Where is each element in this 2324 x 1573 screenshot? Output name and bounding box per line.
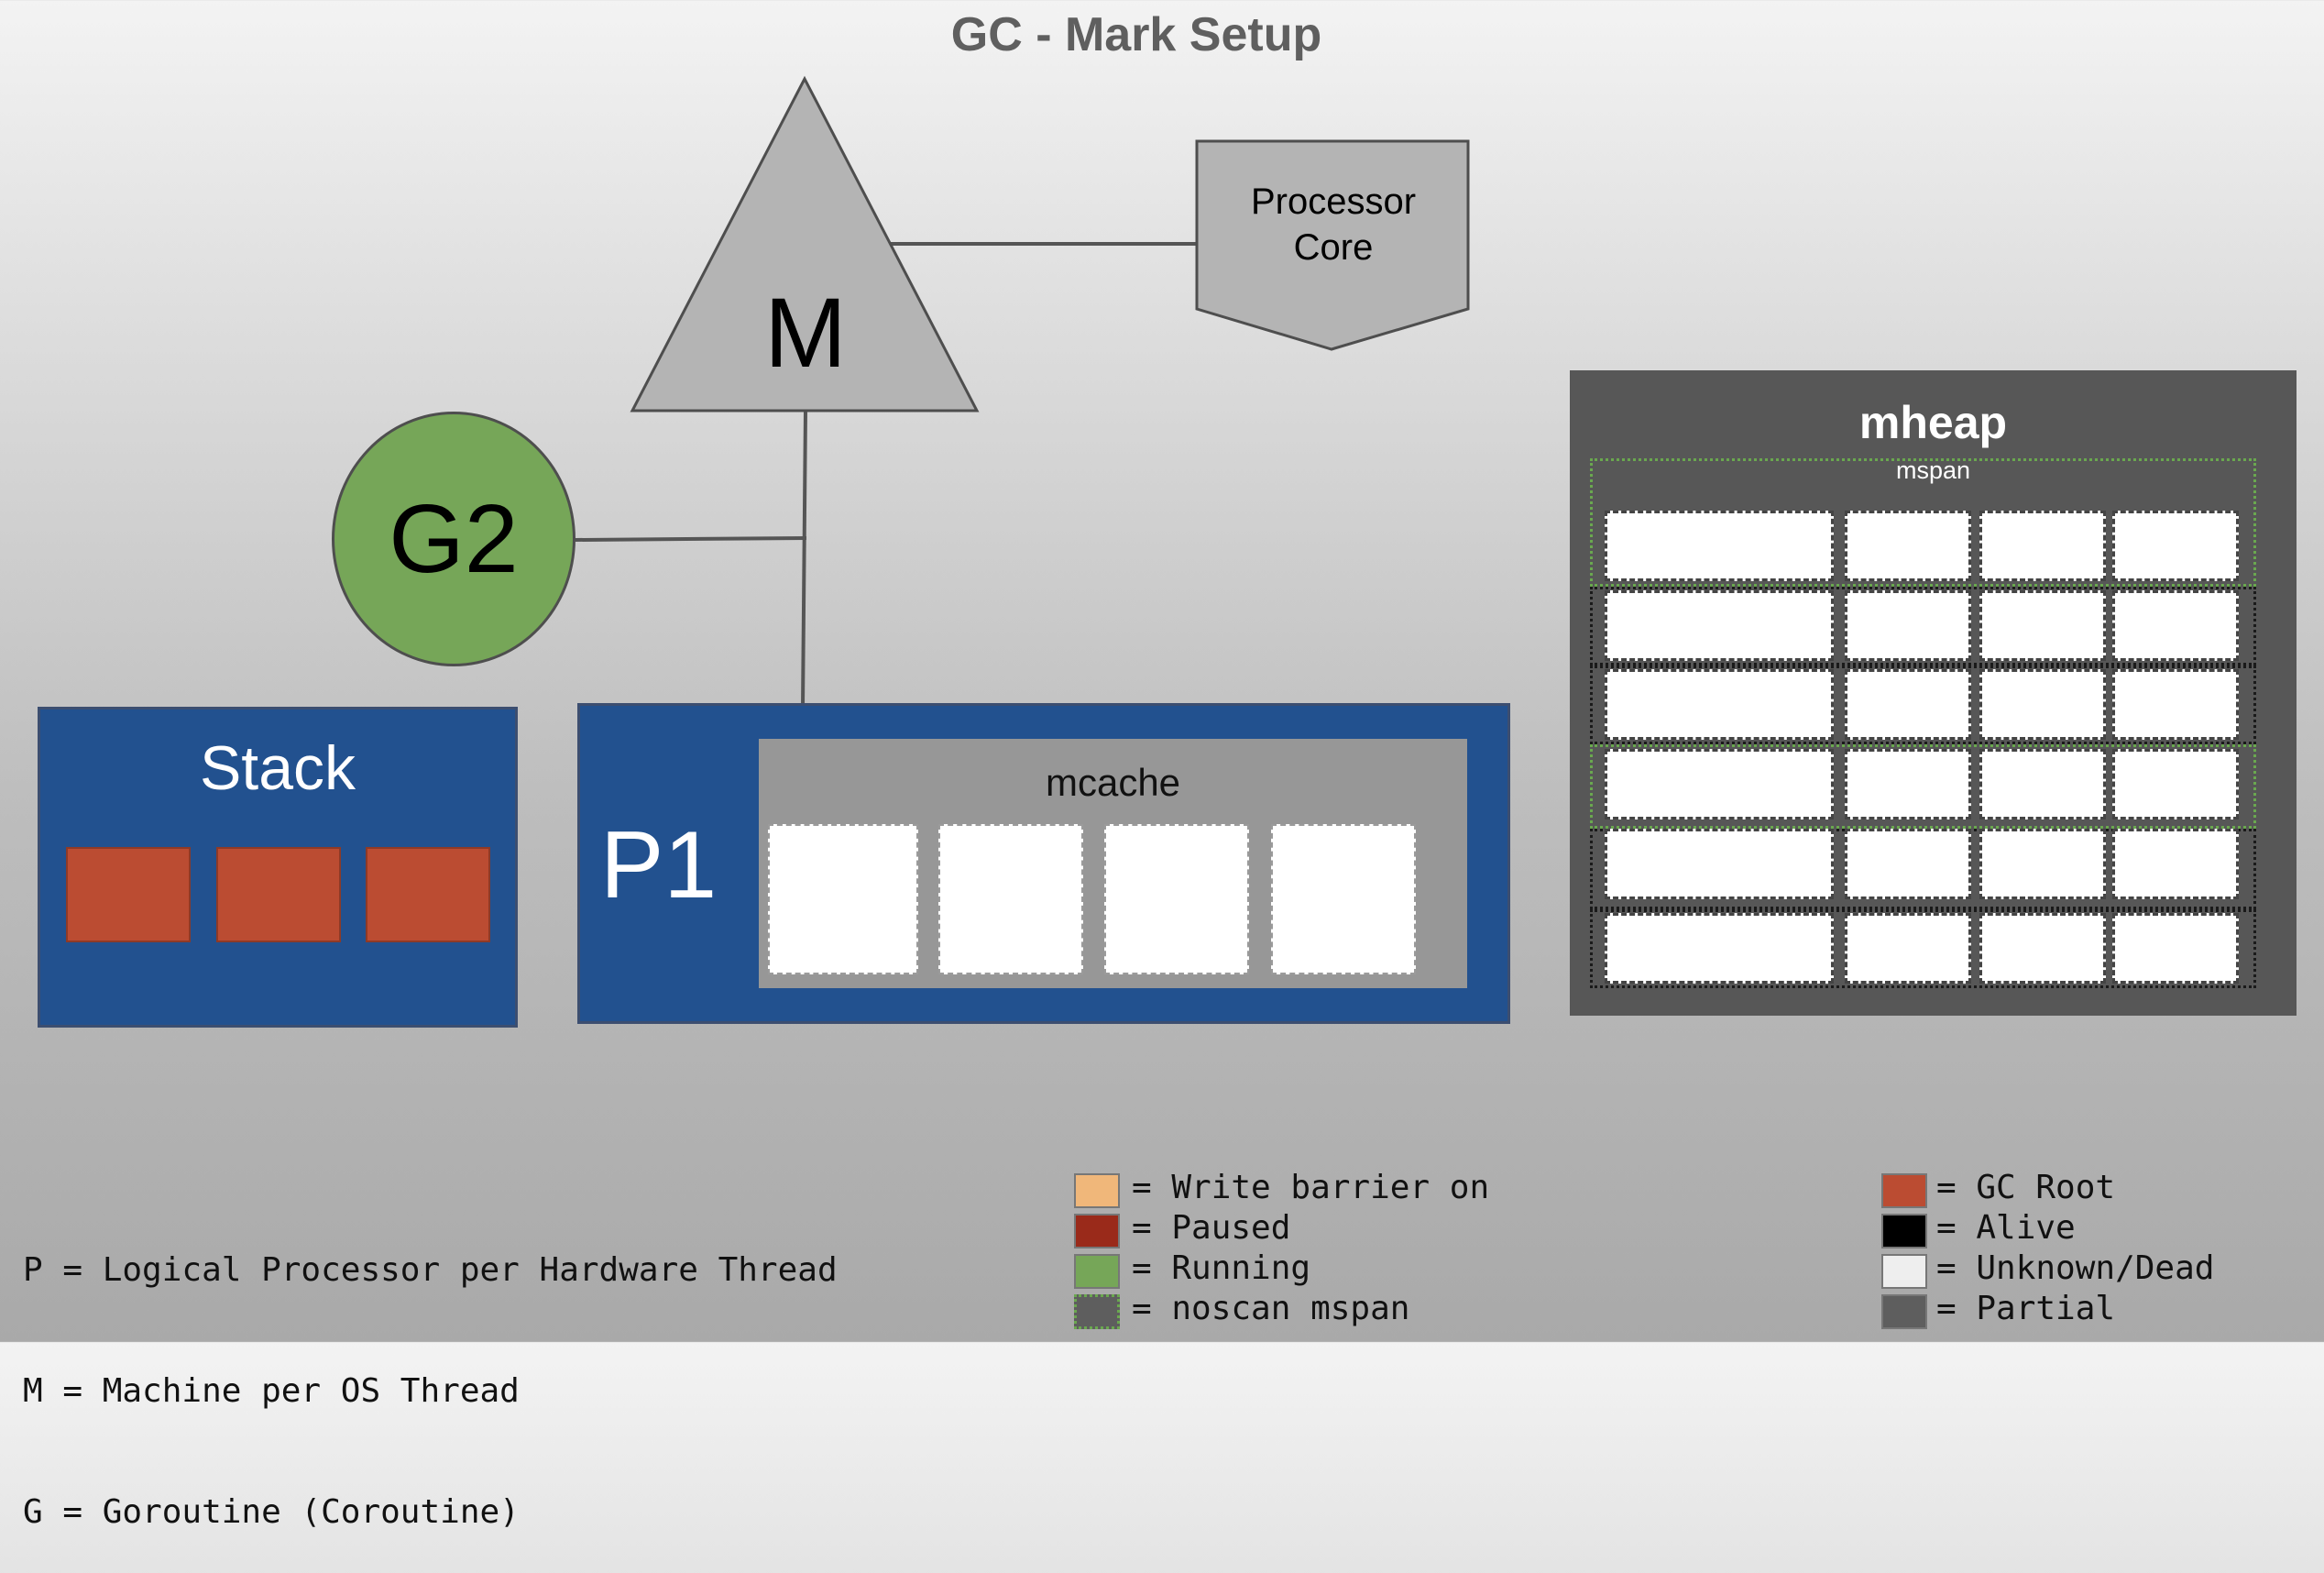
mcache-cell — [768, 824, 918, 974]
paused-swatch — [1074, 1214, 1120, 1248]
machine-triangle — [630, 75, 980, 412]
mcache-cell — [938, 824, 1083, 974]
span-row-outline — [1590, 666, 2256, 744]
legend-color-label: = Partial — [1936, 1290, 2116, 1327]
write-barrier-swatch — [1074, 1173, 1120, 1208]
gc-root-cell — [366, 847, 490, 942]
mheap-cell — [2112, 590, 2239, 661]
processor-label: P1 — [600, 812, 718, 918]
alive-swatch — [1881, 1214, 1927, 1248]
processor-core-label: Processor Core — [1210, 179, 1457, 270]
legend-definitions: P = Logical Processor per Hardware Threa… — [23, 1170, 838, 1573]
mheap-cell — [1979, 590, 2106, 661]
processor-p1-box: P1 mcache — [577, 703, 1510, 1024]
legend-definition: G = Goroutine (Coroutine) — [23, 1493, 520, 1531]
span-row-outline — [1590, 587, 2256, 666]
mheap-cell — [1979, 511, 2106, 581]
g2-connector — [575, 536, 807, 542]
mheap-cell — [1845, 669, 1971, 740]
mheap-cell — [1605, 913, 1834, 984]
mheap-cell — [1605, 511, 1834, 581]
legend-definition: M = Machine per OS Thread — [23, 1372, 520, 1410]
processor-core-line1: Processor — [1250, 182, 1417, 222]
mheap-cell — [2112, 669, 2239, 740]
mheap-box: mheap mspan — [1570, 370, 2297, 1016]
mcache-cell — [1104, 824, 1249, 974]
processor-core-shape — [1195, 139, 1470, 351]
machine-label: M — [764, 277, 847, 388]
span-row-outline — [1590, 909, 2256, 988]
mheap-cell — [1845, 749, 1971, 820]
mheap-cell — [2112, 829, 2239, 899]
legend-color-label: = Unknown/Dead — [1936, 1249, 2215, 1287]
mheap-cell — [1605, 829, 1834, 899]
page-title: GC - Mark Setup — [950, 8, 1322, 61]
mheap-cell — [1605, 669, 1834, 740]
stack-box: Stack — [38, 707, 518, 1028]
unknown-dead-swatch — [1881, 1254, 1927, 1289]
goroutine-label: G2 — [389, 484, 519, 593]
mheap-cell — [1605, 749, 1834, 820]
legend-color-label: = GC Root — [1936, 1169, 2116, 1206]
mheap-cell — [2112, 913, 2239, 984]
noscan-mspan-swatch — [1074, 1294, 1120, 1329]
stack-title: Stack — [199, 733, 356, 803]
mcache-box: mcache — [759, 739, 1467, 988]
mheap-cell — [2112, 511, 2239, 581]
goroutine-g2: G2 — [332, 412, 576, 666]
mheap-cell — [1605, 590, 1834, 661]
gc-root-swatch — [1881, 1173, 1927, 1208]
mheap-cell — [1979, 829, 2106, 899]
mheap-cell — [1979, 749, 2106, 820]
legend-state-label: = noscan mspan — [1132, 1290, 1410, 1327]
mheap-cell — [1845, 913, 1971, 984]
legend-state-label: = Write barrier on — [1132, 1169, 1490, 1206]
legend-definition: P = Logical Processor per Hardware Threa… — [23, 1251, 838, 1289]
mheap-cell — [1845, 829, 1971, 899]
partial-swatch — [1881, 1294, 1927, 1329]
mcache-cell — [1271, 824, 1416, 974]
legend-state-label: = Paused — [1132, 1209, 1291, 1247]
mcache-title: mcache — [1045, 761, 1181, 804]
mheap-cell — [2112, 749, 2239, 820]
mspan-outline — [1590, 458, 2256, 587]
mheap-cell — [1979, 913, 2106, 984]
mheap-title: mheap — [1858, 397, 2008, 448]
mheap-cell — [1845, 590, 1971, 661]
legend-state-label: = Running — [1132, 1249, 1311, 1287]
mheap-cell — [1979, 669, 2106, 740]
gc-root-cell — [216, 847, 341, 942]
mheap-cell — [1845, 511, 1971, 581]
diagram-canvas — [575, 75, 1470, 709]
span-row-outline — [1590, 744, 2256, 829]
gc-root-cell — [66, 847, 191, 942]
mspan-title: mspan — [1895, 456, 1971, 484]
m-p1-connector — [801, 410, 807, 709]
running-swatch — [1074, 1254, 1120, 1289]
legend-color-label: = Alive — [1936, 1209, 2076, 1247]
processor-core-line2: Core — [1293, 227, 1374, 268]
